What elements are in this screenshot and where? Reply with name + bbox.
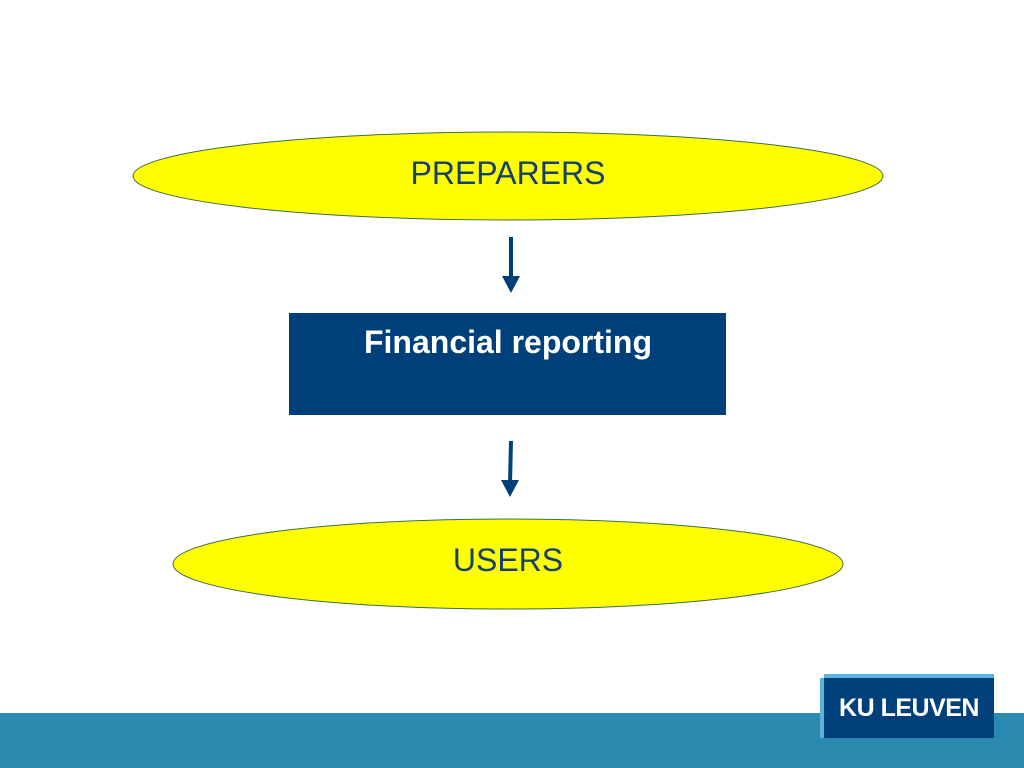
logo-text: KU LEUVEN bbox=[839, 693, 979, 722]
financial-reporting-box bbox=[289, 313, 726, 415]
financial-reporting-label: Financial reporting bbox=[364, 324, 652, 360]
ku-leuven-logo: KU LEUVEN bbox=[824, 678, 994, 738]
preparers-label: PREPARERS bbox=[410, 155, 605, 191]
down-arrow-icon bbox=[502, 237, 520, 293]
preparers-ellipse bbox=[132, 131, 884, 221]
users-label: USERS bbox=[453, 542, 563, 578]
down-arrow-icon bbox=[501, 440, 519, 497]
users-ellipse bbox=[172, 518, 844, 610]
